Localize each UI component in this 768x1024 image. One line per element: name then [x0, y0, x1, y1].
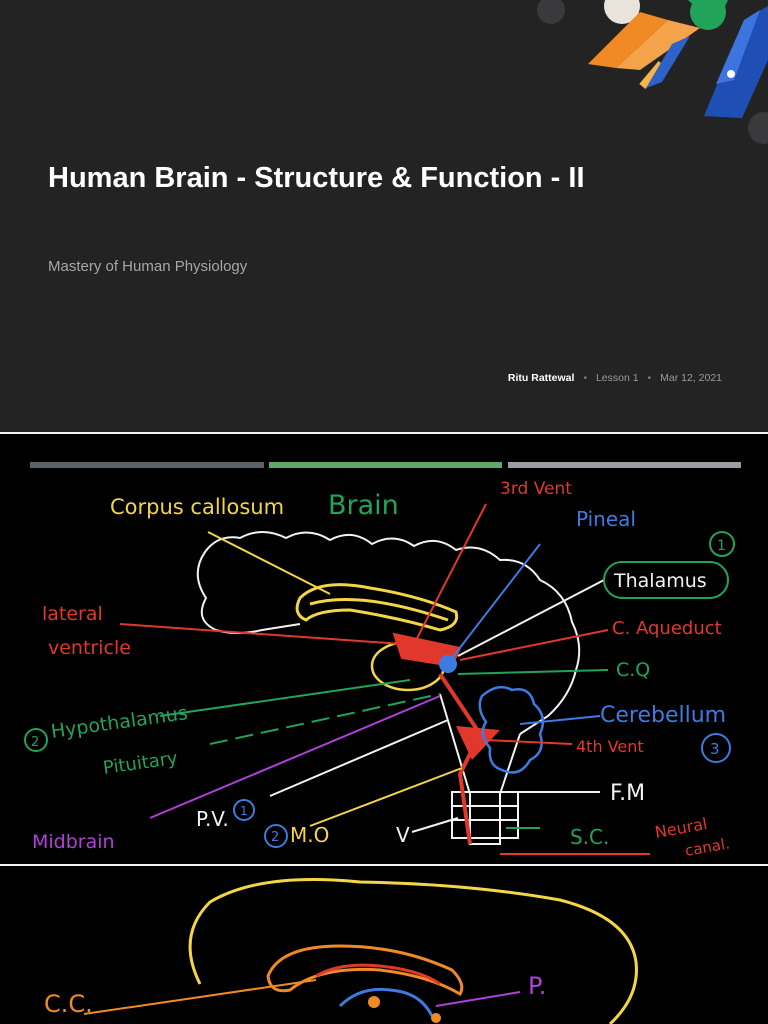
brain-stem [439, 693, 521, 845]
course-subtitle: Mastery of Human Physiology [48, 258, 248, 275]
meta-separator: • [583, 372, 588, 384]
label-thalamus: Thalamus [613, 570, 707, 592]
pineal-shape [439, 655, 457, 673]
page-title: Human Brain - Structure & Function - II [48, 162, 585, 194]
label-pv: P.V. [196, 807, 229, 831]
label-hypothalamus: Hypothalamus [50, 702, 189, 743]
cover-slide: Human Brain - Structure & Function - II … [0, 0, 768, 432]
label-hypothalamus-number: 2 [31, 735, 39, 750]
corpus-callosum-shape-2 [266, 944, 464, 997]
label-cerebellum-number: 3 [710, 740, 720, 758]
label-neural-canal-1: Neural [653, 814, 708, 842]
label-p: P. [528, 972, 546, 1000]
label-pv-number: 1 [240, 804, 248, 818]
label-cc: C.C. [44, 990, 93, 1018]
label-thalamus-number: 1 [717, 538, 726, 554]
brain-sketch-slide: Corpus callosum Brain 3rd Vent Pineal 1 … [0, 434, 768, 864]
label-corpus-callosum: Corpus callosum [110, 495, 284, 519]
label-lateral-1: lateral [42, 603, 103, 625]
label-c-aqueduct: C. Aqueduct [612, 618, 722, 639]
brain-sketch-slide-2: C.C. P. [0, 866, 768, 1024]
lesson-number: Lesson 1 [595, 372, 639, 384]
label-mo-number: 2 [271, 830, 279, 845]
progress-segment-1 [30, 462, 264, 468]
brain-outline-2 [188, 878, 638, 1024]
label-sc: S.C. [570, 825, 609, 849]
cerebellum-shape [478, 685, 545, 774]
label-neural-canal-2: canal. [684, 834, 732, 860]
decorative-shapes [537, 0, 768, 144]
label-cq: C.Q [616, 659, 650, 681]
label-mo: M.O [290, 823, 329, 847]
label-cerebellum: Cerebellum [600, 703, 726, 728]
lesson-meta: Ritu Rattewal • Lesson 1 • Mar 12, 2021 [508, 372, 722, 384]
label-pineal: Pineal [576, 507, 636, 531]
label-fourth-vent: 4th Vent [576, 737, 644, 756]
label-brain: Brain [328, 490, 399, 521]
fourth-ventricle-shape [456, 726, 500, 760]
progress-segment-2 [269, 462, 502, 468]
lesson-date: Mar 12, 2021 [660, 372, 722, 384]
label-fm: F.M [610, 781, 645, 806]
brain-diagram: Corpus callosum Brain 3rd Vent Pineal 1 … [24, 462, 741, 860]
label-lateral-2: ventricle [48, 637, 131, 659]
label-pituitary: Pituitary [102, 748, 180, 779]
author-name[interactable]: Ritu Rattewal [507, 372, 575, 384]
label-v: V [396, 823, 410, 847]
label-midbrain: Midbrain [32, 831, 115, 853]
corpus-callosum-shape [295, 583, 459, 632]
progress-segment-3 [508, 462, 741, 468]
label-third-vent: 3rd Vent [500, 479, 572, 499]
brain-diagram-2: C.C. P. [44, 878, 638, 1024]
meta-separator: • [647, 372, 652, 384]
